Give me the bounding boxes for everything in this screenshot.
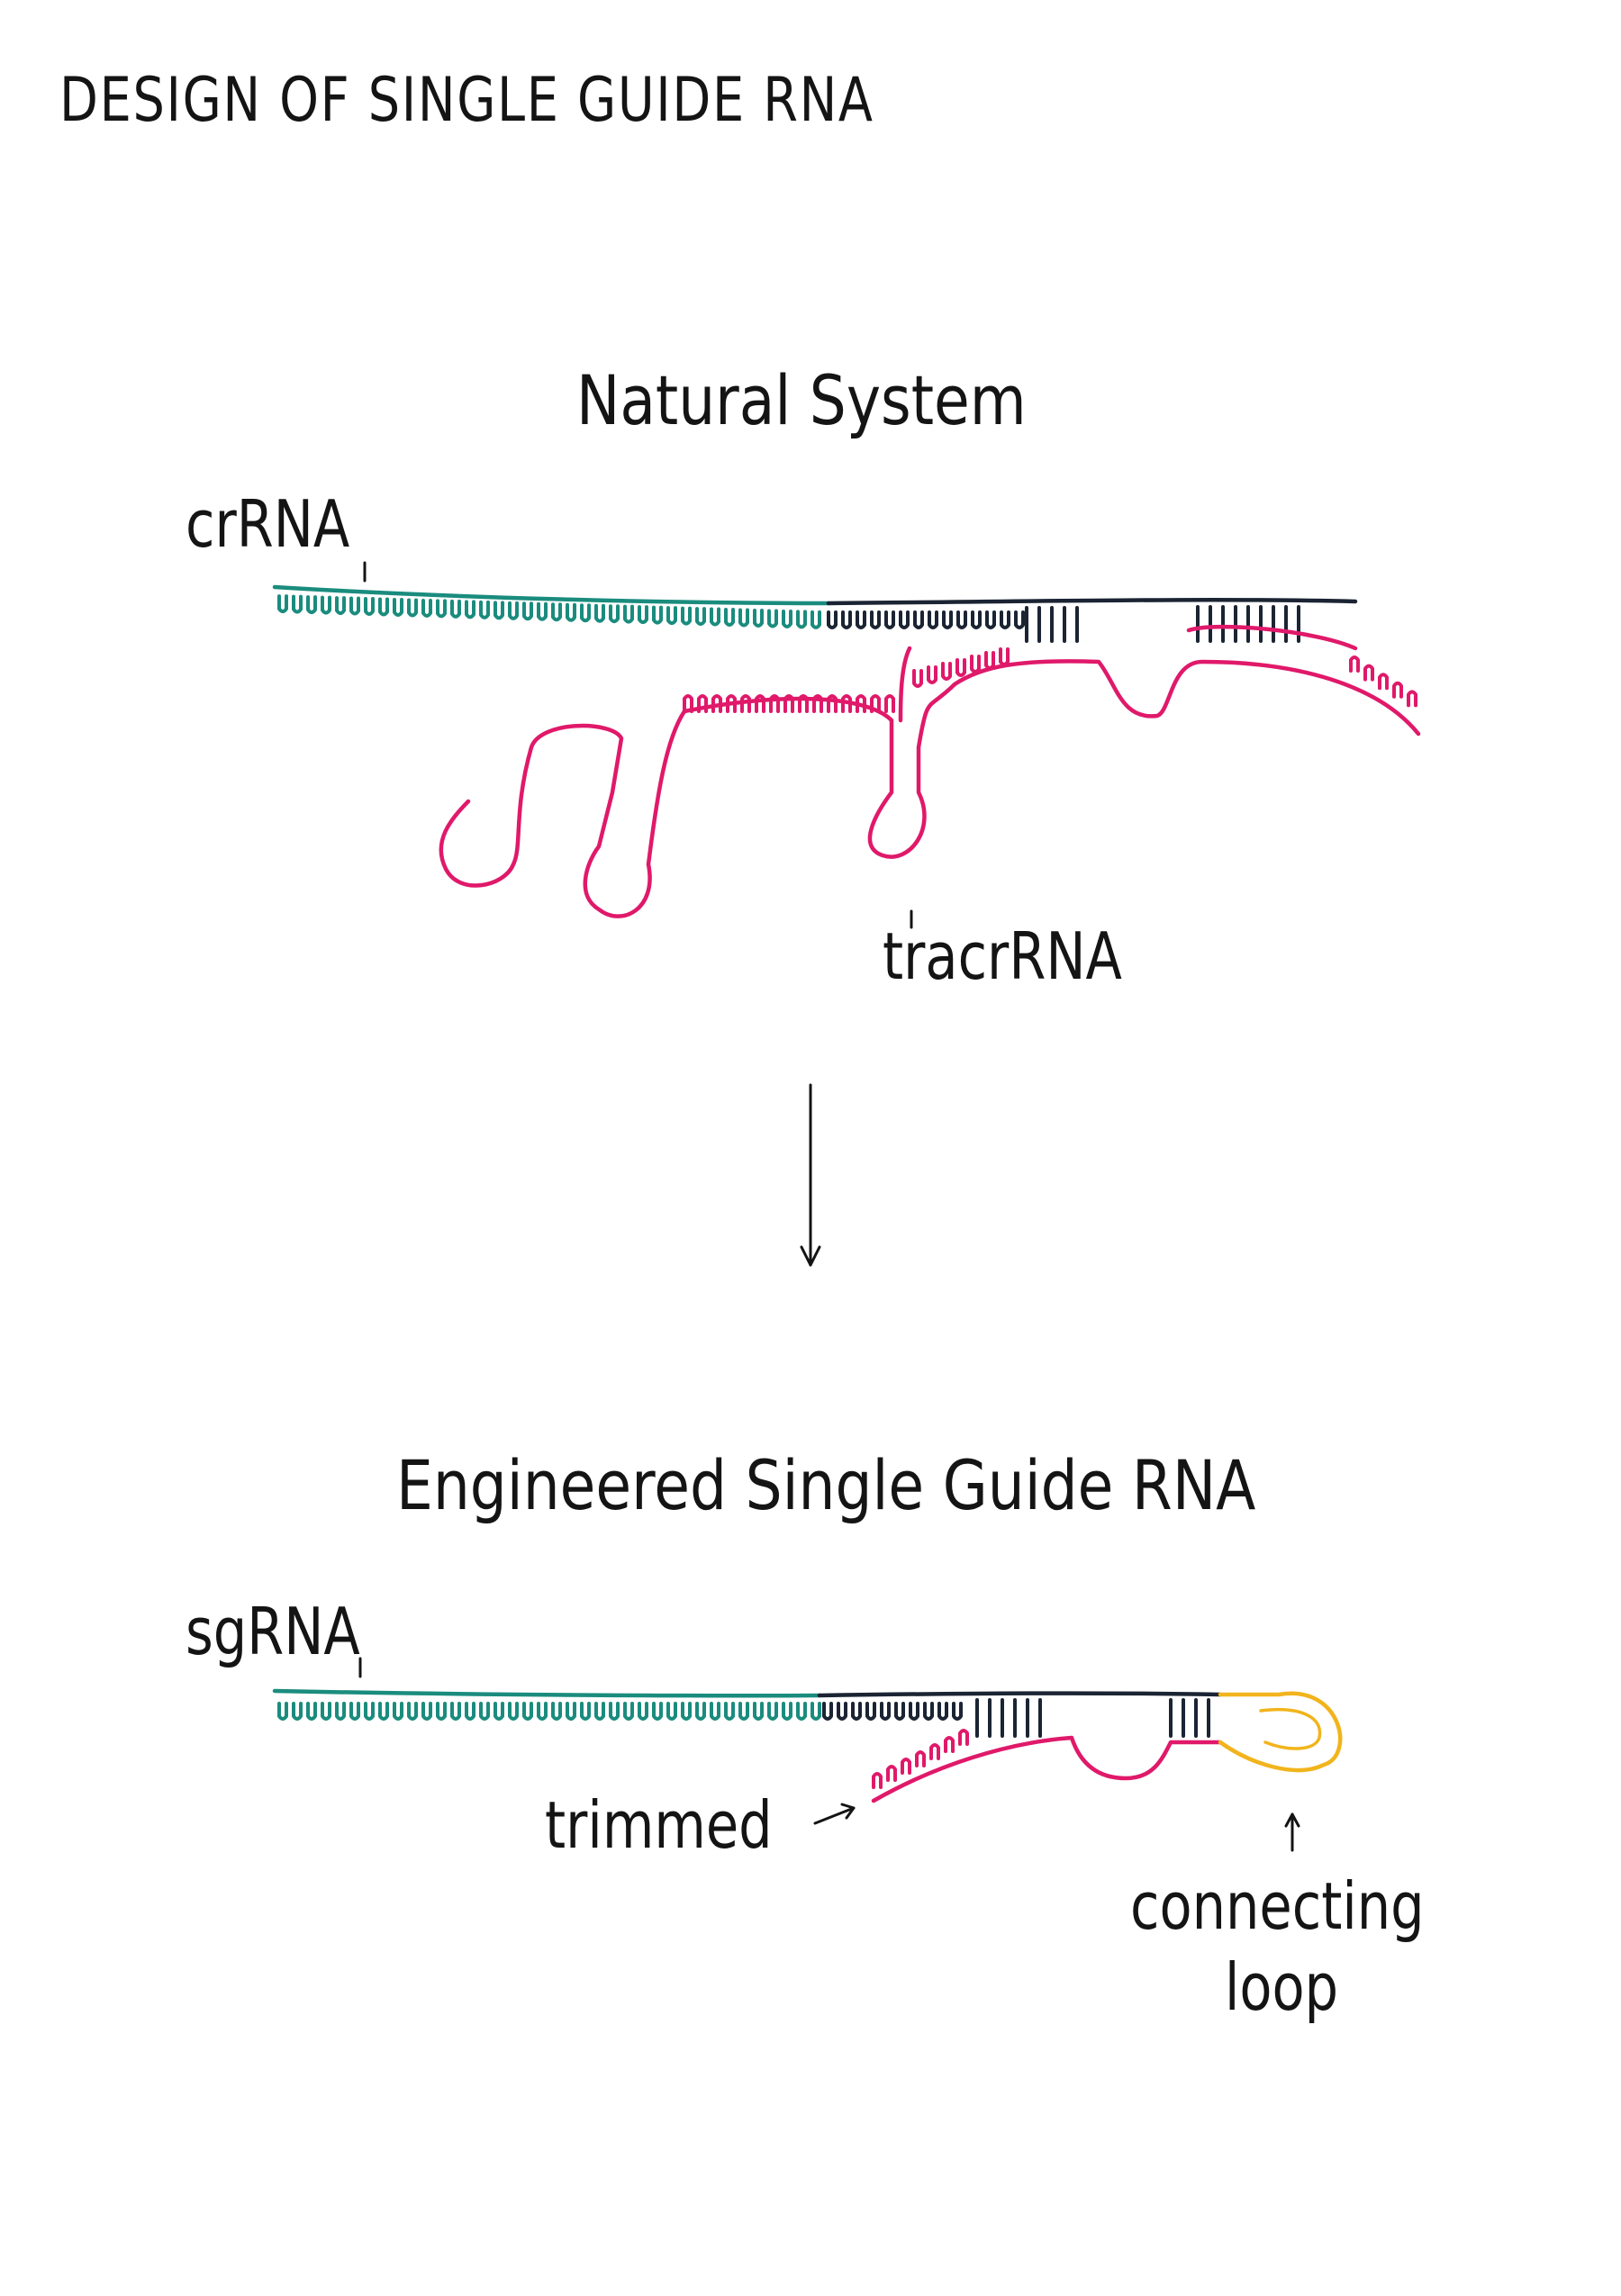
trimmed-label: trimmed [545,1787,773,1863]
connecting-loop-label-line2: loop [1225,1949,1339,2025]
natural-system-heading: Natural System [576,360,1027,440]
nat-guide-teeth-path [277,594,821,629]
trimmed-arrow-icon [813,1803,856,1825]
sgrna-label: sgRNA [186,1594,360,1669]
connecting-loop-label-line1: connecting [1130,1868,1425,1944]
tracrrna-label: tracrRNA [883,918,1122,994]
down-arrow-icon [800,1083,821,1267]
connecting-loop-arrow-icon [1284,1812,1300,1852]
sg-repeat-teeth-path [822,1702,963,1721]
natural-pairing-bars [1025,605,1300,643]
tracr-teeth-path [683,694,895,713]
crrna-repeat-strand [826,598,1358,606]
crrna-label: crRNA [186,486,350,562]
sgrna-repeat-strand [817,1691,1223,1698]
tracrrna-bases [683,647,1417,713]
sgrna-tracr-bases [872,1729,969,1789]
sgrna-tracr-strand [871,1735,1223,1803]
sgrna-guide-bases [277,1702,821,1721]
engineered-heading: Engineered Single Guide RNA [396,1445,1256,1525]
tracrrna-strand-inner [898,624,1358,723]
sg-tracr-teeth-path [872,1729,969,1789]
tracrrna-strand [439,659,1421,918]
sgrna-guide-strand [272,1688,822,1698]
sgrna-pairing-bars [975,1698,1210,1738]
tracr-teeth-path [912,647,1010,688]
crrna-guide-bases [277,594,821,629]
connecting-loop-inner [1259,1708,1322,1750]
crrna-guide-strand [272,584,831,606]
connecting-loop [1218,1691,1343,1773]
page-title: DESIGN OF SINGLE GUIDE RNA [59,65,874,136]
tracr-teeth-path [1349,655,1417,708]
sg-guide-teeth-path [277,1702,821,1721]
crrna-repeat-bases [827,605,1300,643]
nat-repeat-teeth-path [827,610,1025,629]
sgrna-repeat-bases [822,1698,1210,1738]
